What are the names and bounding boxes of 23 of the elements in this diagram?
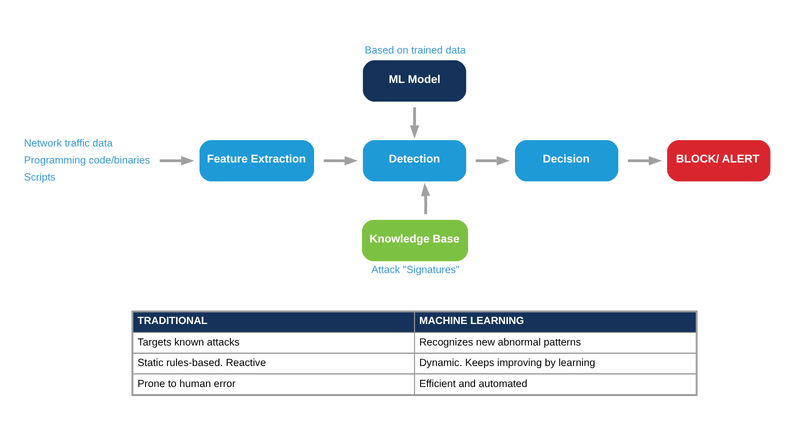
- arrow: [410, 106, 420, 138]
- arrow: [324, 156, 358, 165]
- node-box: Feature Extraction: [200, 140, 314, 181]
- node-label: Attack "Signatures": [371, 264, 460, 276]
- label: Dynamic. Keeps improving by learning: [419, 358, 596, 369]
- arrow: [421, 182, 430, 214]
- arrow: [160, 156, 194, 165]
- node-box: Decision: [515, 140, 618, 181]
- label: Efficient and automated: [419, 378, 528, 390]
- arrow: [628, 156, 662, 165]
- node-box: Knowledge Base: [362, 219, 468, 261]
- label: Recognizes new abnormal patterns: [419, 337, 581, 348]
- label: TRADITIONAL: [138, 315, 208, 326]
- arrow: [476, 156, 510, 165]
- node-box: Detection: [362, 140, 466, 181]
- label: Static rules-based. Reactive: [138, 358, 266, 369]
- label: MACHINE LEARNING: [419, 315, 524, 326]
- label: Targets known attacks: [138, 337, 240, 348]
- label: Prone to human error: [138, 378, 236, 390]
- node-label: Based on trained data: [364, 45, 466, 56]
- node-box: ML Model: [362, 60, 466, 102]
- node-box: BLOCK/ ALERT: [667, 140, 770, 181]
- node-text: Network traffic data Programming code/binaries Scripts: [24, 138, 150, 183]
